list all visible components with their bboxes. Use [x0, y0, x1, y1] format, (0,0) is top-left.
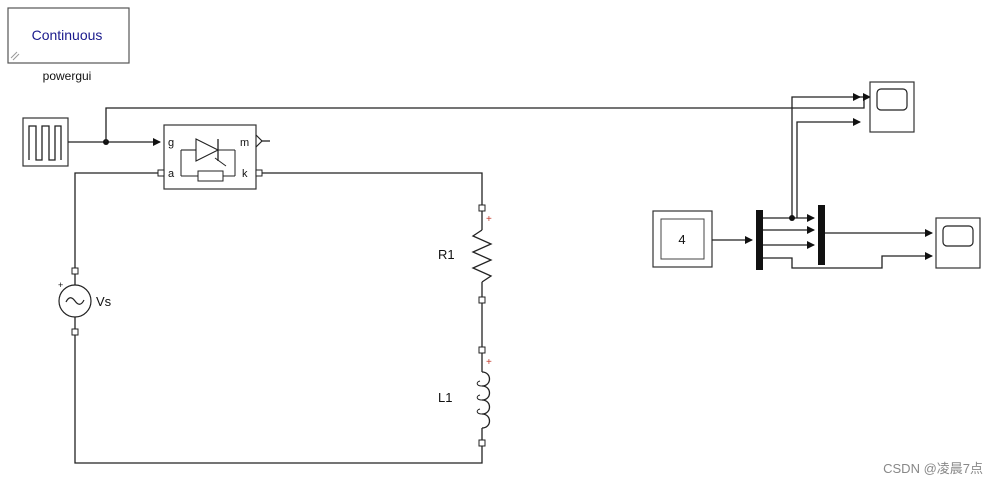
thyristor-port-m: m	[240, 137, 249, 149]
link-icon	[10, 51, 20, 61]
resistor-r1[interactable]: +	[471, 204, 493, 304]
inductor-l1[interactable]: +	[476, 346, 492, 447]
demux-mux-wires	[763, 214, 933, 269]
constant-value: 4	[678, 232, 685, 247]
scope-screen-icon	[876, 88, 908, 111]
pulse-generator-block[interactable]	[22, 117, 69, 167]
sine-wave-icon	[65, 297, 85, 305]
resistor-label: R1	[438, 247, 455, 262]
pulse-signal-wires	[68, 93, 871, 146]
demux-block[interactable]	[756, 210, 763, 270]
scope-1-input-wires	[791, 93, 861, 218]
mux-block[interactable]	[818, 205, 825, 265]
thyristor-block[interactable]: g m a k	[157, 124, 263, 190]
thyristor-symbol-icon	[180, 138, 236, 182]
resistor-zigzag-icon	[471, 229, 493, 283]
scope-screen-icon	[942, 225, 974, 247]
scope-2-block[interactable]	[935, 217, 981, 269]
thyristor-port-a: a	[168, 168, 175, 180]
power-circuit-wires	[74, 172, 483, 464]
constant-block[interactable]: 4	[652, 210, 713, 268]
svg-text:+: +	[58, 280, 63, 290]
thyristor-port-k: k	[242, 168, 248, 180]
powergui-caption: powergui	[43, 69, 92, 83]
pulse-waveform-icon	[28, 125, 62, 161]
thyristor-cathode-port[interactable]	[255, 169, 263, 177]
thyristor-anode-port[interactable]	[157, 169, 165, 177]
powergui-block[interactable]: Continuous	[7, 7, 130, 64]
scope-1-block[interactable]	[869, 81, 915, 133]
ac-voltage-source[interactable]: +	[58, 267, 92, 336]
watermark: CSDN @凌晨7点	[883, 461, 983, 476]
resistor-polarity: +	[486, 214, 492, 225]
inductor-coil-icon	[481, 371, 491, 429]
powergui-mode-label: Continuous	[32, 27, 103, 43]
inductor-polarity: +	[486, 357, 492, 368]
source-label: Vs	[96, 294, 112, 309]
inductor-label: L1	[438, 390, 452, 405]
output-port-chevron	[255, 134, 263, 148]
thyristor-port-g: g	[168, 137, 174, 149]
